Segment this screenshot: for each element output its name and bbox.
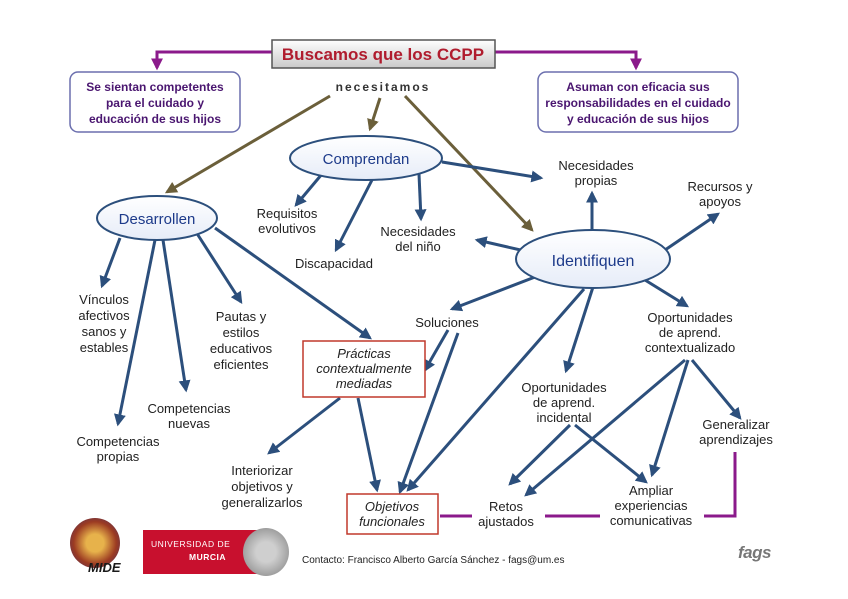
- node-soluciones: Soluciones: [415, 315, 479, 330]
- svg-text:Asuman con eficacia sus: Asuman con eficacia sus: [566, 80, 710, 94]
- svg-text:Competencias: Competencias: [147, 401, 231, 416]
- svg-text:Interiorizar: Interiorizar: [231, 463, 293, 478]
- svg-text:de aprend.: de aprend.: [533, 395, 595, 410]
- svg-text:Competencias: Competencias: [76, 434, 160, 449]
- svg-text:Recursos y: Recursos y: [687, 179, 753, 194]
- mide-logo: MIDE: [64, 518, 128, 576]
- svg-text:ajustados: ajustados: [478, 514, 534, 529]
- svg-text:aprendizajes: aprendizajes: [699, 432, 773, 447]
- fags-logo: fags: [738, 543, 771, 562]
- title-box: Buscamos que los CCPP: [271, 39, 496, 69]
- svg-text:contextualizado: contextualizado: [645, 340, 735, 355]
- node-necesidades-propias: Necesidades propias: [558, 158, 634, 188]
- svg-text:generalizarlos: generalizarlos: [222, 495, 303, 510]
- node-retos: Retos ajustados: [478, 499, 534, 529]
- svg-text:incidental: incidental: [537, 410, 592, 425]
- node-interiorizar: Interiorizar objetivos y generalizarlos: [222, 463, 303, 510]
- svg-text:Pautas y: Pautas y: [216, 309, 267, 324]
- svg-text:del niño: del niño: [395, 239, 441, 254]
- node-oportunidades-incidental: Oportunidades de aprend. incidental: [521, 380, 607, 425]
- connector-text: necesitamos: [336, 80, 431, 94]
- svg-text:objetivos y: objetivos y: [231, 479, 293, 494]
- svg-text:comunicativas: comunicativas: [610, 513, 693, 528]
- svg-text:Identifiquen: Identifiquen: [552, 253, 635, 270]
- svg-text:evolutivos: evolutivos: [258, 221, 316, 236]
- node-competencias-nuevas: Competencias nuevas: [147, 401, 231, 431]
- svg-text:Desarrollen: Desarrollen: [119, 211, 196, 228]
- svg-text:Vínculos: Vínculos: [79, 292, 129, 307]
- box-objetivos: Objetivos funcionales: [346, 493, 439, 535]
- svg-text:educativos: educativos: [210, 341, 273, 356]
- svg-text:Oportunidades: Oportunidades: [647, 310, 733, 325]
- svg-text:para el cuidado y: para el cuidado y: [106, 96, 204, 110]
- university-seal-icon: [243, 528, 289, 576]
- svg-text:Discapacidad: Discapacidad: [295, 256, 373, 271]
- svg-text:Ampliar: Ampliar: [629, 483, 674, 498]
- node-ampliar: Ampliar experiencias comunicativas: [610, 483, 693, 528]
- svg-text:mediadas: mediadas: [336, 376, 393, 391]
- svg-text:y educación de sus hijos: y educación de sus hijos: [567, 112, 709, 126]
- svg-text:Se sientan competentes: Se sientan competentes: [86, 80, 224, 94]
- svg-text:Necesidades: Necesidades: [380, 224, 456, 239]
- svg-text:nuevas: nuevas: [168, 416, 210, 431]
- university-logo: UNIVERSIDAD DE MURCIA: [143, 530, 259, 574]
- university-line1: UNIVERSIDAD DE: [151, 539, 231, 549]
- svg-text:propias: propias: [575, 173, 618, 188]
- node-pautas: Pautas y estilos educativos eficientes: [210, 309, 273, 372]
- svg-text:Retos: Retos: [489, 499, 523, 514]
- svg-text:de aprend.: de aprend.: [659, 325, 721, 340]
- svg-text:experiencias: experiencias: [615, 498, 688, 513]
- svg-text:estables: estables: [80, 340, 129, 355]
- svg-text:afectivos: afectivos: [78, 308, 130, 323]
- oval-comprendan: Comprendan: [289, 135, 443, 181]
- right-goal-box: Asuman con eficacia sus responsabilidade…: [537, 71, 739, 133]
- blue-arrows: [99, 160, 742, 497]
- svg-text:sanos y: sanos y: [82, 324, 127, 339]
- title-side-arrows: [151, 50, 642, 71]
- svg-text:Requisitos: Requisitos: [257, 206, 318, 221]
- mide-seal-icon: [70, 518, 120, 568]
- node-discapacidad: Discapacidad: [295, 256, 373, 271]
- svg-text:funcionales: funcionales: [359, 514, 425, 529]
- svg-text:Objetivos: Objetivos: [365, 499, 420, 514]
- node-vinculos: Vínculos afectivos sanos y estables: [78, 292, 130, 355]
- svg-text:propias: propias: [97, 449, 140, 464]
- node-recursos: Recursos y apoyos: [687, 179, 753, 209]
- purple-links: [440, 452, 737, 518]
- footer-contact: Contacto: Francisco Alberto García Sánch…: [302, 555, 565, 566]
- svg-text:Comprendan: Comprendan: [323, 151, 410, 168]
- title-text: Buscamos que los CCPP: [282, 45, 484, 64]
- oval-identifiquen: Identifiquen: [515, 229, 671, 289]
- svg-text:Prácticas: Prácticas: [337, 346, 391, 361]
- svg-text:Necesidades: Necesidades: [558, 158, 634, 173]
- svg-text:estilos: estilos: [223, 325, 260, 340]
- left-goal-box: Se sientan competentes para el cuidado y…: [69, 71, 241, 133]
- svg-text:contextualmente: contextualmente: [316, 361, 411, 376]
- oval-desarrollen: Desarrollen: [96, 195, 218, 241]
- necesitamos-arrows: [164, 94, 534, 232]
- svg-text:Soluciones: Soluciones: [415, 315, 479, 330]
- node-competencias-propias: Competencias propias: [76, 434, 160, 464]
- node-requisitos: Requisitos evolutivos: [257, 206, 318, 236]
- svg-text:Generalizar: Generalizar: [702, 417, 770, 432]
- svg-text:responsabilidades en el cuidad: responsabilidades en el cuidado: [545, 96, 730, 110]
- node-necesidades-nino: Necesidades del niño: [380, 224, 456, 254]
- svg-text:Oportunidades: Oportunidades: [521, 380, 607, 395]
- svg-text:apoyos: apoyos: [699, 194, 741, 209]
- node-generalizar: Generalizar aprendizajes: [699, 417, 773, 447]
- mide-logo-text: MIDE: [88, 560, 121, 575]
- node-oportunidades-contextualizado: Oportunidades de aprend. contextualizado: [645, 310, 735, 355]
- svg-text:eficientes: eficientes: [214, 357, 269, 372]
- university-line2: MURCIA: [189, 552, 226, 562]
- svg-text:educación de sus hijos: educación de sus hijos: [89, 112, 221, 126]
- box-practicas: Prácticas contextualmente mediadas: [302, 340, 426, 398]
